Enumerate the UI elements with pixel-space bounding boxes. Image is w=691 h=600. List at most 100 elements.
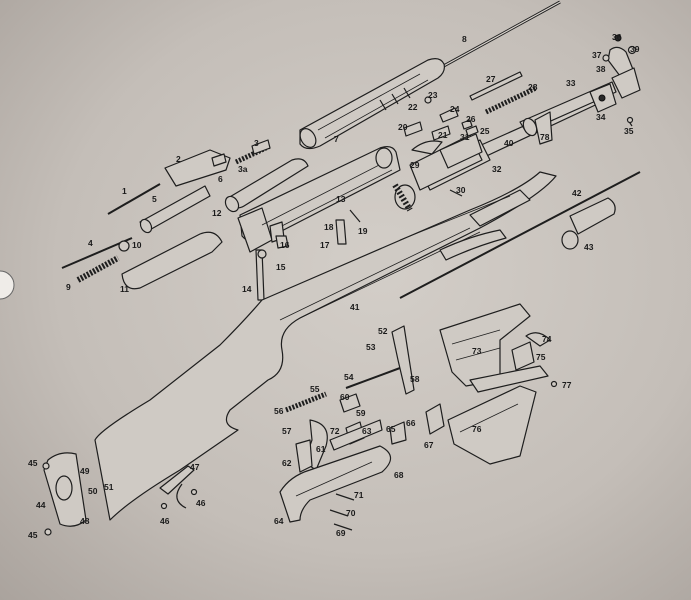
part-label: 68 bbox=[394, 470, 404, 480]
part-label: 31 bbox=[460, 132, 470, 142]
trigger-group bbox=[279, 325, 445, 531]
binder-hole bbox=[0, 270, 15, 300]
part-label: 17 bbox=[320, 240, 330, 250]
part-label: 61 bbox=[316, 444, 326, 454]
part-label: 38 bbox=[596, 64, 606, 74]
part-label: 10 bbox=[132, 240, 142, 250]
part-label: 67 bbox=[424, 440, 434, 450]
part-label: 50 bbox=[88, 486, 98, 496]
part-label: 9 bbox=[66, 282, 71, 292]
part-label: 8 bbox=[462, 34, 467, 44]
part-label: 76 bbox=[472, 424, 482, 434]
receiver bbox=[237, 146, 401, 253]
part-label: 29 bbox=[410, 160, 420, 170]
rifle-stock bbox=[94, 171, 557, 521]
part-label: 22 bbox=[408, 102, 418, 112]
part-label: 28 bbox=[528, 82, 538, 92]
magazine-assembly bbox=[439, 303, 558, 465]
handguard bbox=[299, 58, 445, 150]
rear-sight-group bbox=[439, 133, 483, 197]
part-label: 58 bbox=[410, 374, 420, 384]
part-label: 19 bbox=[358, 226, 368, 236]
operating-rod-parts bbox=[61, 139, 272, 290]
part-label: 63 bbox=[362, 426, 372, 436]
part-label: 39 bbox=[630, 44, 640, 54]
part-label: 47 bbox=[190, 462, 200, 472]
part-label: 62 bbox=[282, 458, 292, 468]
part-label: 18 bbox=[324, 222, 334, 232]
part-label: 60 bbox=[340, 392, 350, 402]
part-label: 5 bbox=[152, 194, 157, 204]
part-label: 3 bbox=[254, 138, 259, 148]
part-label: 36 bbox=[612, 32, 622, 42]
piston-parts bbox=[469, 71, 538, 115]
part-label: 11 bbox=[120, 284, 129, 294]
part-label: 51 bbox=[104, 482, 114, 492]
part-label: 2 bbox=[176, 154, 181, 164]
part-label: 3a bbox=[238, 164, 248, 174]
buttplate bbox=[42, 452, 87, 536]
part-label: 30 bbox=[456, 185, 466, 195]
part-label: 13 bbox=[336, 194, 346, 204]
gas-cylinder bbox=[224, 158, 309, 213]
part-label: 70 bbox=[346, 508, 356, 518]
part-label: 35 bbox=[624, 126, 634, 136]
part-label: 7 bbox=[334, 134, 339, 144]
part-label: 6 bbox=[218, 174, 223, 184]
part-label: 45 bbox=[28, 458, 38, 468]
part-number-labels: 1 2 3 3a 4 5 6 7 8 9 10 11 12 13 14 15 1… bbox=[28, 32, 640, 540]
part-label: 46 bbox=[196, 498, 206, 508]
part-label: 15 bbox=[276, 262, 286, 272]
part-label: 20 bbox=[398, 122, 408, 132]
part-label: 24 bbox=[450, 104, 460, 114]
part-label: 34 bbox=[596, 112, 606, 122]
part-label: 1 bbox=[122, 186, 127, 196]
part-label: 43 bbox=[584, 242, 594, 252]
part-label: 48 bbox=[80, 516, 90, 526]
part-label: 78 bbox=[540, 132, 550, 142]
part-label: 77 bbox=[562, 380, 572, 390]
part-label: 27 bbox=[486, 74, 496, 84]
part-label: 73 bbox=[472, 346, 482, 356]
part-label: 57 bbox=[282, 426, 292, 436]
part-label: 56 bbox=[274, 406, 284, 416]
part-label: 26 bbox=[466, 114, 476, 124]
cleaning-rod bbox=[439, 0, 561, 70]
part-label: 53 bbox=[366, 342, 376, 352]
part-label: 46 bbox=[160, 516, 170, 526]
part-label: 54 bbox=[344, 372, 354, 382]
part-label: 4 bbox=[88, 238, 93, 248]
part-label: 44 bbox=[36, 500, 46, 510]
part-label: 21 bbox=[438, 130, 448, 140]
pins-and-pushrod bbox=[255, 209, 361, 301]
part-label: 12 bbox=[212, 208, 222, 218]
part-label: 42 bbox=[572, 188, 582, 198]
part-label: 69 bbox=[336, 528, 346, 538]
part-label: 49 bbox=[80, 466, 90, 476]
part-label: 72 bbox=[330, 426, 340, 436]
part-label: 40 bbox=[504, 138, 514, 148]
part-label: 25 bbox=[480, 126, 490, 136]
part-label: 23 bbox=[428, 90, 438, 100]
part-label: 66 bbox=[406, 418, 416, 428]
part-label: 52 bbox=[378, 326, 388, 336]
part-label: 33 bbox=[566, 78, 576, 88]
part-label: 45 bbox=[28, 530, 38, 540]
part-label: 59 bbox=[356, 408, 366, 418]
part-label: 74 bbox=[542, 334, 552, 344]
bayonet bbox=[399, 171, 641, 299]
small-parts-group bbox=[403, 96, 479, 155]
part-label: 41 bbox=[350, 302, 360, 312]
part-label: 16 bbox=[280, 240, 290, 250]
part-label: 14 bbox=[242, 284, 252, 294]
part-label: 71 bbox=[354, 490, 364, 500]
part-label: 75 bbox=[536, 352, 546, 362]
part-label: 64 bbox=[274, 516, 284, 526]
part-label: 37 bbox=[592, 50, 602, 60]
part-label: 65 bbox=[386, 424, 396, 434]
part-label: 55 bbox=[310, 384, 320, 394]
front-sight bbox=[602, 34, 641, 127]
sling-swivel bbox=[159, 465, 198, 510]
